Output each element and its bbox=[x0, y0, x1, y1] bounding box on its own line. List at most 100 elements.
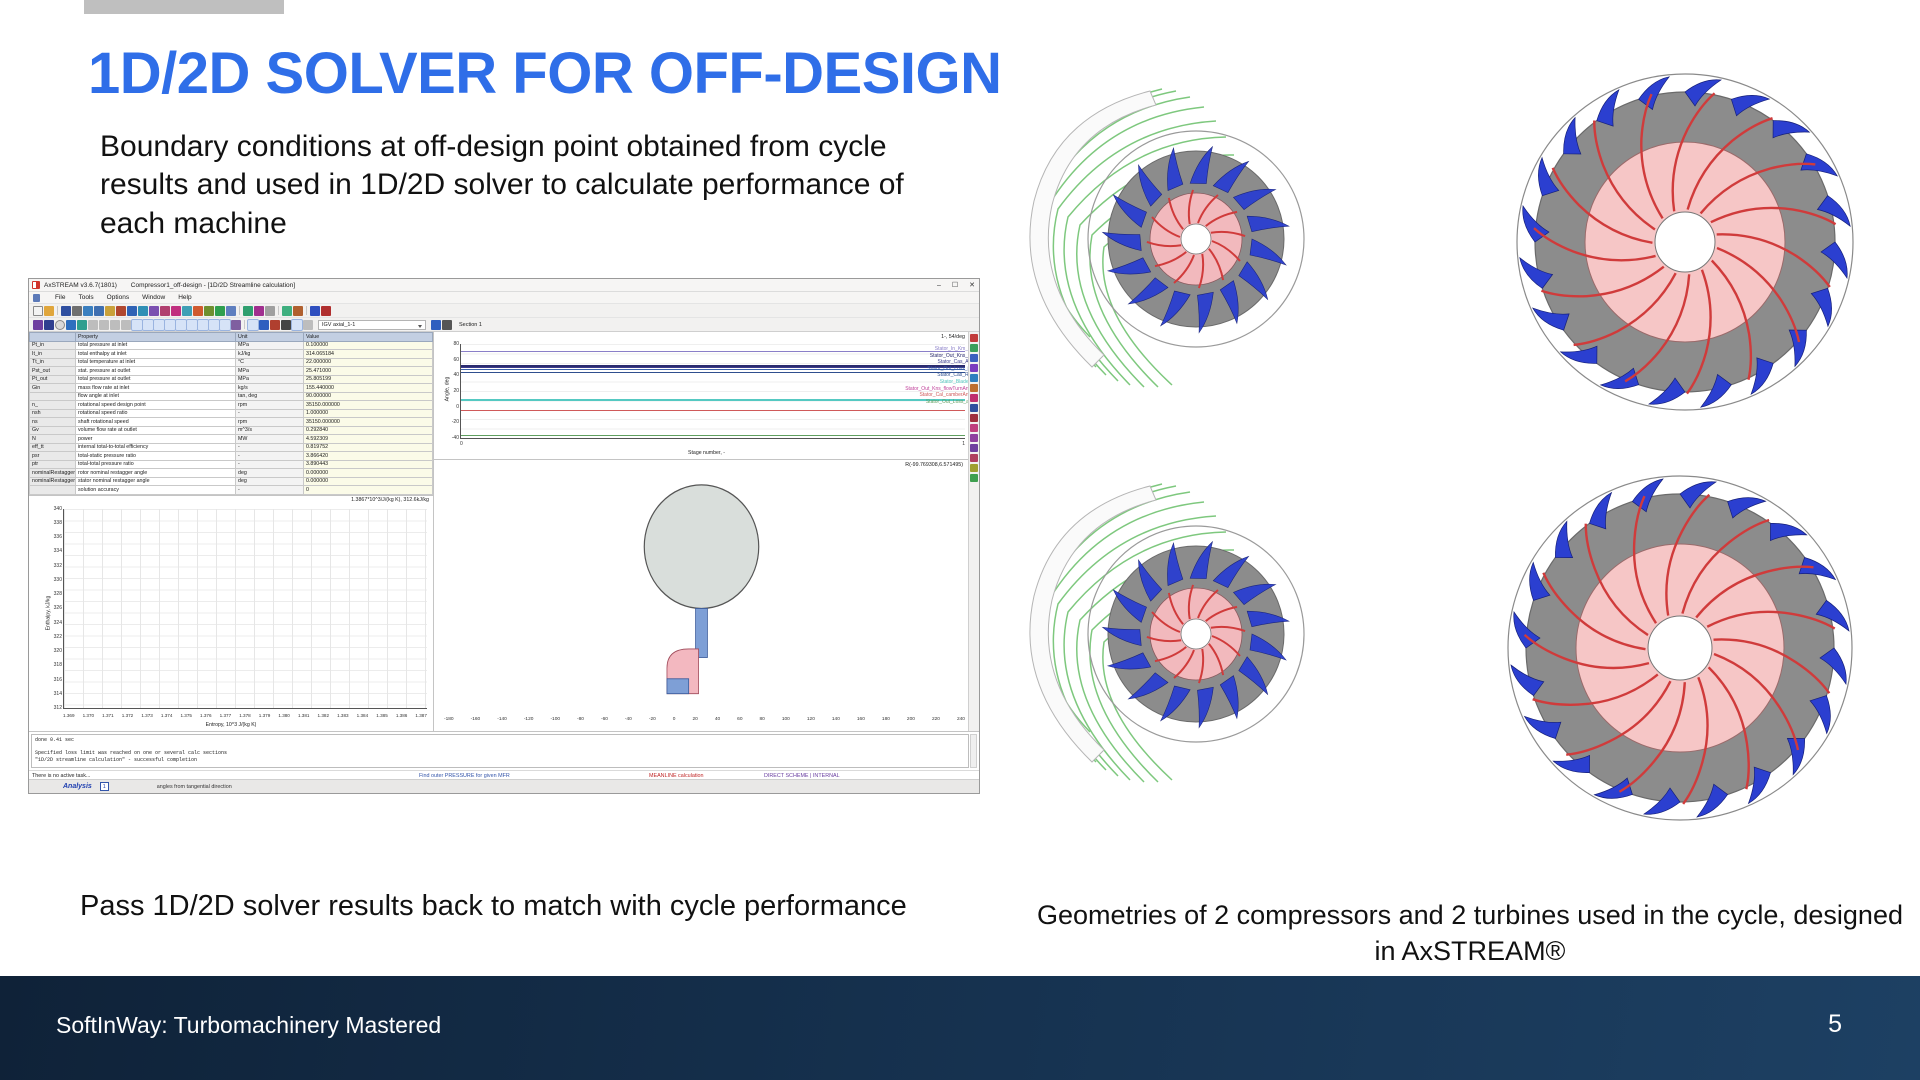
less-than-icon[interactable] bbox=[281, 319, 291, 330]
table-row[interactable]: solution accuracy-0 bbox=[29, 485, 433, 495]
menu-item-help[interactable]: Help bbox=[178, 294, 192, 301]
row-value[interactable]: 22.000000 bbox=[303, 357, 433, 367]
bucket-icon[interactable] bbox=[182, 305, 192, 316]
rail-flag-green-icon[interactable] bbox=[970, 344, 978, 352]
menu-item-file[interactable]: File bbox=[55, 294, 66, 301]
analysis-tab[interactable]: Analysis bbox=[63, 783, 92, 790]
filter-icon[interactable] bbox=[88, 319, 98, 330]
row-value[interactable]: 0.100000 bbox=[303, 340, 433, 350]
row-value[interactable]: 25.471000 bbox=[303, 366, 433, 376]
info-icon[interactable] bbox=[321, 305, 331, 316]
curve-icon[interactable] bbox=[160, 305, 170, 316]
row-value[interactable]: 25.805199 bbox=[303, 374, 433, 384]
rail-export-icon[interactable] bbox=[970, 474, 978, 482]
wrench-icon[interactable] bbox=[293, 305, 303, 316]
rail-temperature-icon[interactable] bbox=[970, 354, 978, 362]
row-value[interactable]: 0 bbox=[303, 485, 433, 495]
hourglass-icon[interactable] bbox=[99, 319, 109, 330]
down-arrow-icon[interactable] bbox=[442, 319, 452, 330]
log-scrollbar[interactable] bbox=[970, 734, 977, 768]
dots-icon[interactable] bbox=[110, 319, 120, 330]
row-value[interactable]: 0.000000 bbox=[303, 476, 433, 486]
row-value[interactable]: 0.292840 bbox=[303, 425, 433, 435]
mach-icon[interactable] bbox=[175, 318, 187, 331]
menu-item-window[interactable]: Window bbox=[142, 294, 166, 301]
main-toolbar[interactable] bbox=[29, 304, 979, 318]
sigma-icon[interactable] bbox=[44, 319, 54, 330]
help-arrow-icon[interactable] bbox=[310, 305, 320, 316]
loss-icon[interactable] bbox=[186, 318, 198, 331]
alpha-icon[interactable] bbox=[131, 318, 143, 331]
menu-bar[interactable]: File Tools Options Window Help bbox=[29, 292, 979, 304]
row-value[interactable]: 90.000000 bbox=[303, 391, 433, 401]
velocity-v2-icon[interactable] bbox=[164, 318, 176, 331]
gear-icon[interactable] bbox=[226, 305, 236, 316]
minimize-icon[interactable]: – bbox=[936, 282, 941, 289]
bars-blue-icon[interactable] bbox=[247, 318, 259, 331]
ruler-icon[interactable] bbox=[193, 305, 203, 316]
geometry-icon[interactable] bbox=[204, 305, 214, 316]
window-controls[interactable]: – ☐ ✕ bbox=[937, 281, 975, 290]
arrow-down-icon[interactable] bbox=[66, 319, 76, 330]
rail-entropy-icon[interactable] bbox=[970, 394, 978, 402]
reaction-icon[interactable] bbox=[197, 318, 209, 331]
row-value[interactable]: 314.065184 bbox=[303, 349, 433, 359]
table-green-icon[interactable] bbox=[215, 305, 225, 316]
list-icon[interactable] bbox=[121, 319, 131, 330]
paste-icon[interactable] bbox=[116, 305, 126, 316]
tool-rail[interactable] bbox=[968, 332, 979, 731]
enthalpy-entropy-chart[interactable]: 1.3867*10^3/J/(kg K), 312.6kJ/kg Enthalp… bbox=[29, 494, 433, 731]
meridional-view[interactable]: R(-99.769308,6.571495) -180-160-140-120-… bbox=[434, 460, 979, 731]
menu-item-options[interactable]: Options bbox=[106, 294, 130, 301]
maximize-icon[interactable]: ☐ bbox=[951, 282, 959, 289]
rail-alpha-icon[interactable] bbox=[970, 424, 978, 432]
chart-bar-icon[interactable] bbox=[94, 305, 104, 316]
row-value[interactable]: 0.819752 bbox=[303, 442, 433, 452]
close-icon[interactable]: ✕ bbox=[969, 282, 975, 289]
layers-icon[interactable] bbox=[265, 305, 275, 316]
secondary-toolbar[interactable]: IGV axial_1-1 Section 1 bbox=[29, 318, 979, 332]
columns-icon[interactable] bbox=[149, 305, 159, 316]
rail-beta-icon[interactable] bbox=[970, 434, 978, 442]
circle-icon[interactable] bbox=[55, 319, 65, 330]
row-value[interactable]: 0.000000 bbox=[303, 468, 433, 478]
beta-icon[interactable] bbox=[142, 318, 154, 331]
rail-density-icon[interactable] bbox=[970, 384, 978, 392]
section-select[interactable]: IGV axial_1-1 bbox=[318, 319, 426, 330]
rail-temperature-2-icon[interactable] bbox=[970, 364, 978, 372]
back-arrow-icon[interactable] bbox=[303, 319, 313, 330]
pressure-icon[interactable] bbox=[208, 318, 220, 331]
database-icon[interactable] bbox=[138, 305, 148, 316]
row-value[interactable]: 155.440000 bbox=[303, 383, 433, 393]
analysis-index-badge[interactable]: 1 bbox=[99, 782, 109, 791]
flask-icon[interactable] bbox=[282, 305, 292, 316]
print-icon[interactable] bbox=[72, 305, 82, 316]
battery-icon[interactable] bbox=[243, 305, 253, 316]
new-file-icon[interactable] bbox=[33, 305, 43, 316]
arrow-down-2-icon[interactable] bbox=[77, 319, 87, 330]
rail-pressure-icon[interactable] bbox=[970, 374, 978, 382]
move-cross-icon[interactable] bbox=[259, 319, 269, 330]
axstream-application-window[interactable]: AxSTREAM v3.6.7(1801) Compressor1_off-de… bbox=[28, 278, 980, 794]
triangle-icon[interactable] bbox=[270, 319, 280, 330]
curve-tool-icon[interactable] bbox=[231, 319, 241, 330]
rail-settings-icon[interactable] bbox=[970, 464, 978, 472]
velocity-v-icon[interactable] bbox=[153, 318, 165, 331]
rail-velocity-icon[interactable] bbox=[970, 404, 978, 412]
matrix-icon[interactable] bbox=[291, 318, 303, 331]
row-value[interactable]: 35150.000000 bbox=[303, 417, 433, 427]
row-value[interactable]: 3.890443 bbox=[303, 459, 433, 469]
